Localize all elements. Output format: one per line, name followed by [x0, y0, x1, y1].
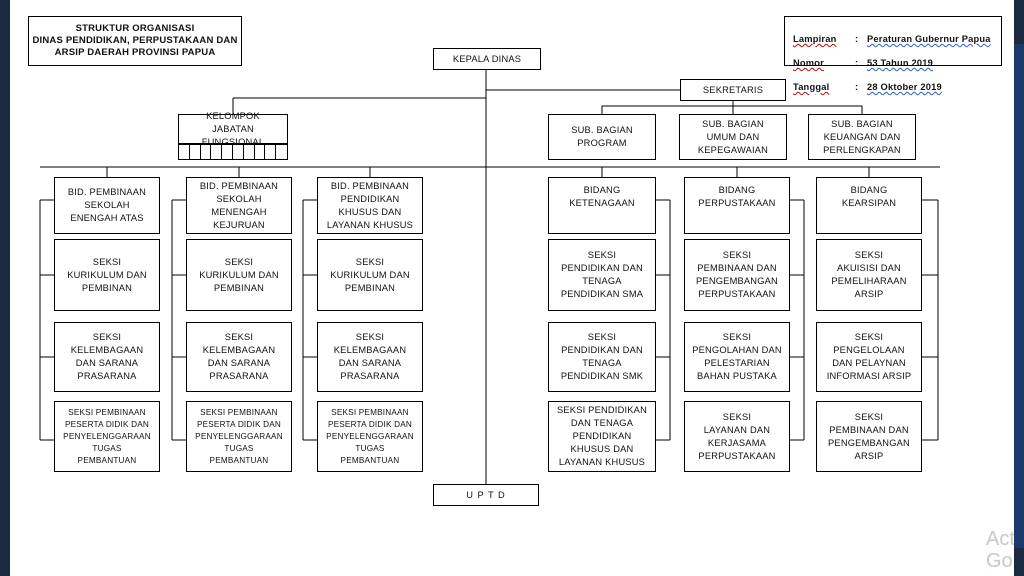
grid-cell [200, 144, 212, 159]
bidang-ketenagaan-box: BIDANG KETENAGAAN [548, 177, 656, 234]
uptd-box: U P T D [433, 484, 539, 506]
connector-lines [39, 70, 940, 484]
nomor-value: 53 Tahun 2019 [867, 58, 933, 68]
seksi-box: SEKSI PENDIDIKAN DAN TENAGA PENDIDIKAN K… [548, 401, 656, 472]
seksi-box: SEKSI PEMBINAAN PESERTA DIDIK DAN PENYEL… [317, 401, 423, 472]
grid-cell [265, 144, 277, 159]
sekretaris-box: SEKRETARIS [680, 79, 786, 101]
window-edge [1014, 44, 1024, 548]
grid-cell [222, 144, 233, 159]
chart-title: STRUKTUR ORGANISASI DINAS PENDIDIKAN, PE… [28, 16, 242, 66]
tanggal-separator: : [855, 82, 859, 92]
bidang-perpustakaan-box: BIDANG PERPUSTAKAAN [684, 177, 790, 234]
seksi-box: SEKSI PEMBINAAN DAN PENGEMBANGAN ARSIP [816, 401, 922, 472]
nomor-row: Nomor:53 Tahun 2019 [793, 57, 991, 69]
seksi-box: SEKSI KURIKULUM DAN PEMBINAN [317, 239, 423, 311]
sub-bagian-program-box: SUB. BAGIAN PROGRAM [548, 114, 656, 160]
tanggal-label: Tanggal [793, 82, 830, 92]
grid-cell [211, 144, 223, 159]
seksi-box: SEKSI PENDIDIKAN DAN TENAGA PENDIDIKAN S… [548, 322, 656, 392]
seksi-box: SEKSI KURIKULUM DAN PEMBINAN [54, 239, 160, 311]
sub-bagian-keuangan-box: SUB. BAGIAN KEUANGAN DAN PERLENGKAPAN [808, 114, 916, 160]
seksi-box: SEKSI PEMBINAAN DAN PENGEMBANGAN PERPUST… [684, 239, 790, 311]
lampiran-separator: : [855, 34, 859, 44]
lampiran-box: Lampiran: Peraturan Gubernur Papua Nomor:… [784, 16, 1002, 92]
lampiran-label: Lampiran [793, 34, 837, 44]
seksi-box: SEKSI PENGOLAHAN DAN PELESTARIAN BAHAN P… [684, 322, 790, 392]
lampiran-value: Peraturan Gubernur Papua [867, 34, 991, 44]
seksi-box: SEKSI KURIKULUM DAN PEMBINAN [186, 239, 292, 311]
bidang-pendidikan-khusus-box: BID. PEMBINAAN PENDIDIKAN KHUSUS DAN LAY… [317, 177, 423, 234]
sub-bagian-umum-box: SUB. BAGIAN UMUM DAN KEPEGAWAIAN [679, 114, 787, 160]
org-chart-canvas: STRUKTUR ORGANISASI DINAS PENDIDIKAN, PE… [10, 0, 1014, 576]
seksi-box: SEKSI KELEMBAGAAN DAN SARANA PRASARANA [317, 322, 423, 392]
seksi-box: SEKSI PEMBINAAN PESERTA DIDIK DAN PENYEL… [54, 401, 160, 472]
bidang-sma-box: BID. PEMBINAAN SEKOLAH ENENGAH ATAS [54, 177, 160, 234]
seksi-box: SEKSI LAYANAN DAN KERJASAMA PERPUSTAKAAN [684, 401, 790, 472]
seksi-box: SEKSI PENGELOLAAN DAN PELAYNAN INFORMASI… [816, 322, 922, 392]
grid-cell [233, 144, 244, 159]
tanggal-row: Tanggal:28 Oktober 2019 [793, 81, 991, 93]
kelompok-jabatan-box: KELOMPOK JABATAN FUNGSIONAL [178, 111, 288, 147]
grid-cell [276, 144, 287, 159]
nomor-separator: : [855, 58, 859, 68]
seksi-box: SEKSI AKUISISI DAN PEMELIHARAAN ARSIP [816, 239, 922, 311]
nomor-label: Nomor [793, 58, 824, 68]
seksi-box: SEKSI PEMBINAAN PESERTA DIDIK DAN PENYEL… [186, 401, 292, 472]
bidang-kearsipan-box: BIDANG KEARSIPAN [816, 177, 922, 234]
grid-cell [254, 144, 266, 159]
seksi-box: SEKSI KELEMBAGAAN DAN SARANA PRASARANA [54, 322, 160, 392]
grid-cell [179, 144, 190, 159]
jabatan-fungsional-grid [178, 144, 288, 160]
seksi-box: SEKSI KELEMBAGAAN DAN SARANA PRASARANA [186, 322, 292, 392]
lampiran-row: Lampiran: Peraturan Gubernur Papua [793, 33, 991, 45]
grid-cell [189, 144, 201, 159]
grid-cell [243, 144, 255, 159]
kepala-dinas-box: KEPALA DINAS [433, 48, 541, 70]
seksi-box: SEKSI PENDIDIKAN DAN TENAGA PENDIDIKAN S… [548, 239, 656, 311]
bidang-smk-box: BID. PEMBINAAN SEKOLAH MENENGAH KEJURUAN [186, 177, 292, 234]
tanggal-value: 28 Oktober 2019 [867, 82, 942, 92]
